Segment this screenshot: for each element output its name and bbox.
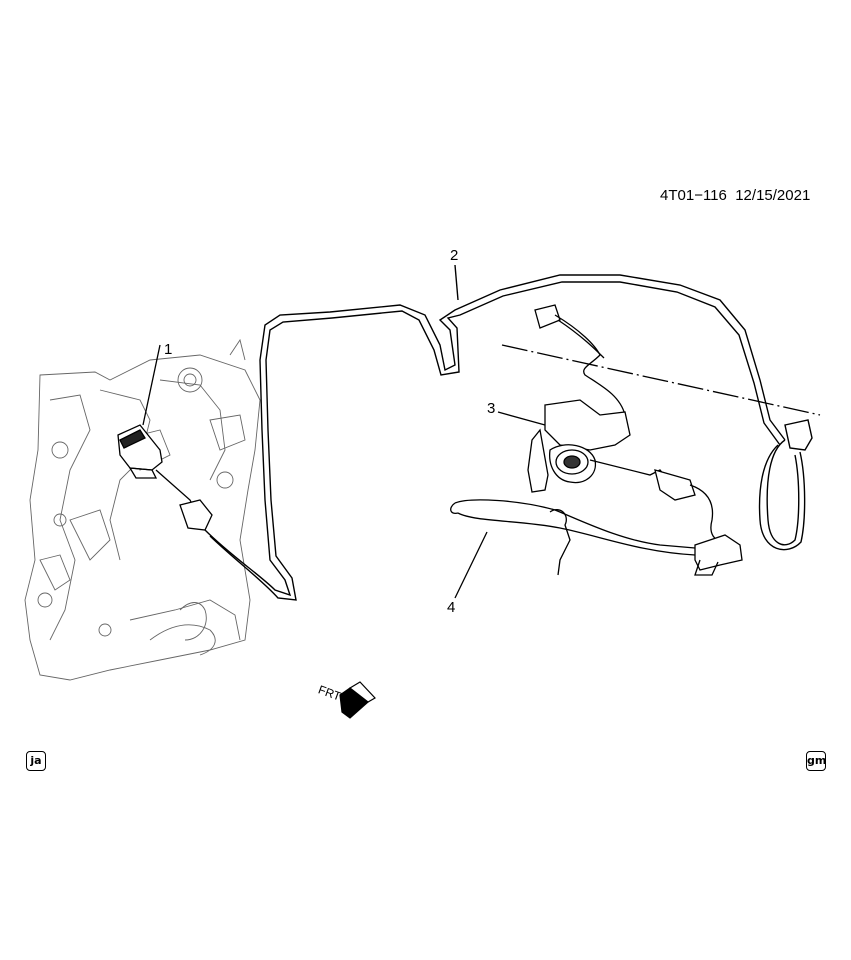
gm-logo: gm xyxy=(806,751,826,771)
ja-badge: ja xyxy=(26,751,46,771)
engine-block xyxy=(24,338,261,681)
diagram-date: 12/15/2021 xyxy=(735,187,811,204)
callout-2: 2 xyxy=(450,247,459,264)
front-arrow xyxy=(339,681,376,719)
part-3-switch xyxy=(497,399,726,546)
callout-4: 4 xyxy=(447,599,456,616)
callout-3: 3 xyxy=(487,400,496,417)
diagram-id: 4T01−116 xyxy=(660,187,727,204)
harness-branch xyxy=(501,304,821,416)
part-4-harness xyxy=(450,499,743,599)
callout-1: 1 xyxy=(164,341,173,358)
part-1-sensor xyxy=(117,344,213,531)
diagram-code: 4T01−116 12/15/2021 xyxy=(660,187,810,204)
part-2-harness xyxy=(204,264,813,601)
